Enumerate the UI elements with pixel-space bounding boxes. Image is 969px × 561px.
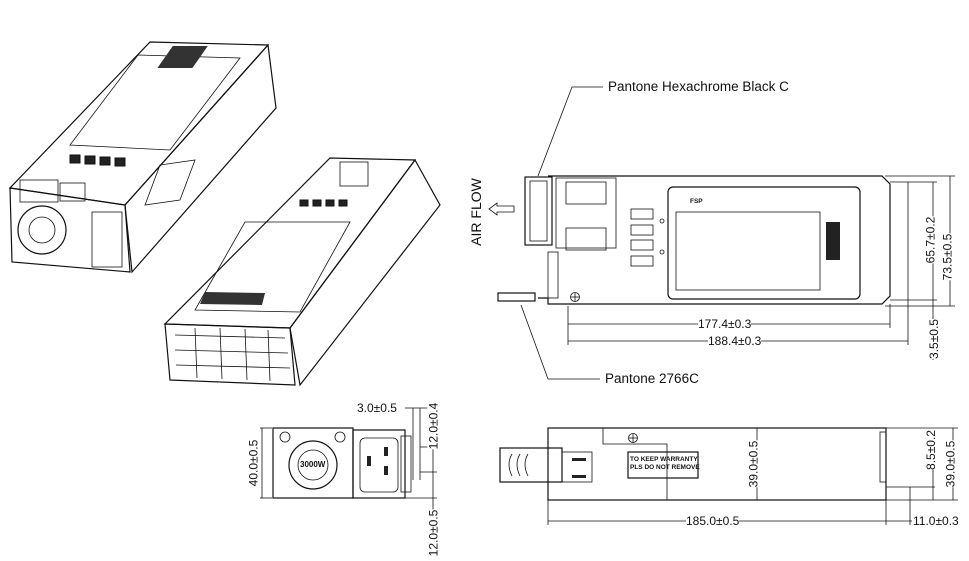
dim-pin-spacing-bottom: 12.0±0.5 [426,509,441,557]
dim-length-inner: 177.4±0.3 [698,317,752,331]
dim-width-outer: 73.5±0.5 [940,233,955,281]
warranty-line-1: TO KEEP WARRANTY [630,456,698,463]
dim-side-height-right: 39.0±0.5 [943,440,958,488]
dim-width-inner: 65.7±0.2 [923,216,938,264]
lever-color-callout: Pantone 2766C [605,371,699,386]
dim-lever-offset: 3.5±0.5 [926,319,941,359]
fan-rating-label: 3000W [300,460,326,469]
dim-pin-offset: 3.0±0.5 [357,401,397,415]
dim-height: 40.0±0.5 [246,439,261,487]
side-view [499,427,958,525]
warranty-label: TO KEEP WARRANTY PLS DO NOT REMOVE [630,456,700,472]
dim-connector-offset: 8.5±0.2 [923,430,938,470]
top-view [488,86,955,380]
dim-length-outer: 188.4±0.3 [708,334,762,348]
isometric-view-front [163,157,441,387]
dim-connector-length: 11.0±0.3 [913,514,959,528]
isometric-view-rear [8,41,277,274]
dim-side-height-mid: 39.0±0.5 [746,440,761,488]
handle-color-callout: Pantone Hexachrome Black C [608,79,789,94]
warranty-line-2: PLS DO NOT REMOVE [630,464,700,472]
airflow-label: AIR FLOW [467,178,484,246]
dim-pin-spacing-top: 12.0±0.4 [426,402,441,450]
front-view [260,407,437,555]
dim-side-length: 185.0±0.5 [686,514,740,528]
brand-logo: FSP [690,198,703,205]
